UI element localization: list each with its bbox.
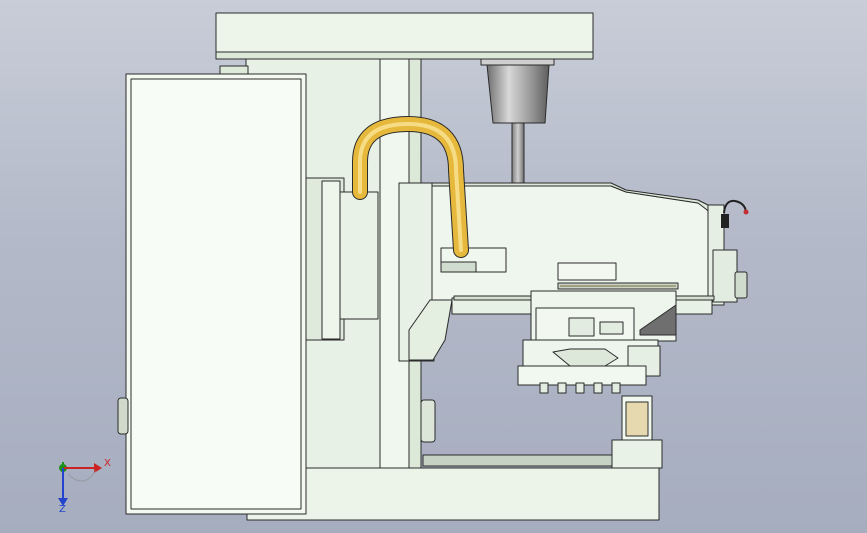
base (246, 467, 660, 521)
base-rail (422, 454, 614, 467)
mount-plate (339, 191, 379, 320)
tool-window (568, 317, 595, 337)
tool-window-2 (599, 321, 624, 335)
spindle-shaft (511, 122, 525, 186)
hose-clamp-side (440, 261, 477, 273)
linear-guide (557, 262, 617, 281)
head-end-boss (712, 249, 738, 303)
column-bolt (420, 399, 436, 443)
comb-base (517, 365, 647, 386)
door-hinge (117, 397, 129, 435)
z-axis-label: Z (59, 504, 66, 515)
x-axis-label: X (104, 458, 111, 469)
cable-loop (723, 199, 747, 214)
coolant-hose (352, 115, 469, 258)
head-end-knob (734, 271, 748, 299)
spindle-motor (486, 64, 550, 124)
axis-triad (58, 462, 102, 506)
side-door-inner (130, 78, 302, 510)
top-plate-bottom-band (215, 51, 594, 60)
column-mount-face (321, 180, 341, 340)
spindle-flange (480, 58, 555, 66)
pedestal-inner (625, 401, 649, 437)
column-cap (219, 65, 249, 75)
pedestal-base (611, 439, 663, 469)
cable-plug (721, 214, 729, 228)
tool-wedge (639, 304, 677, 336)
top-plate (215, 12, 594, 60)
